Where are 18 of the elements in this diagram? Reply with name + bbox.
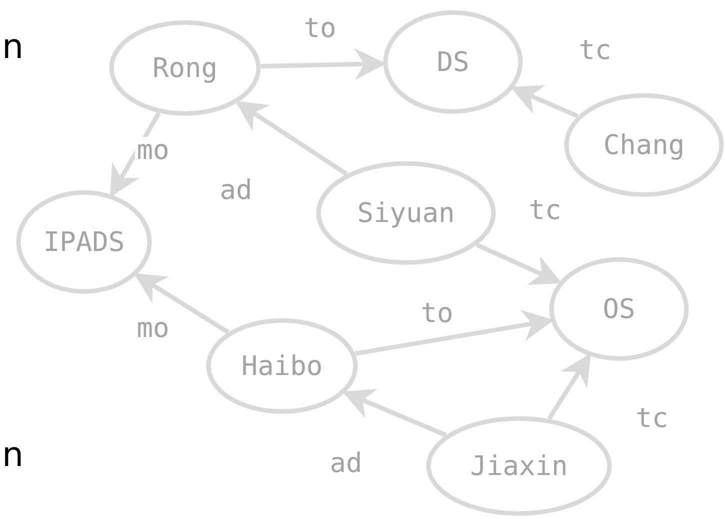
- node-label: DS: [436, 48, 470, 76]
- node-label: OS: [602, 296, 636, 322]
- node-label: Haibo: [241, 352, 323, 380]
- node-label: Rong: [152, 54, 218, 82]
- node-label: Siyuan: [357, 200, 455, 226]
- arrow: [134, 273, 230, 334]
- arrow: [547, 353, 591, 420]
- node-label: IPADS: [43, 228, 125, 256]
- arrow: [476, 242, 562, 285]
- text-fragment: n: [2, 30, 24, 64]
- text-fragment: n: [2, 438, 24, 472]
- arrow: [342, 389, 447, 438]
- node-label: Chang: [603, 132, 685, 158]
- arrow: [355, 310, 554, 356]
- node-label: Jiaxin: [470, 452, 568, 480]
- arrow: [510, 85, 578, 118]
- arrow: [235, 100, 348, 176]
- arrow: [260, 48, 386, 80]
